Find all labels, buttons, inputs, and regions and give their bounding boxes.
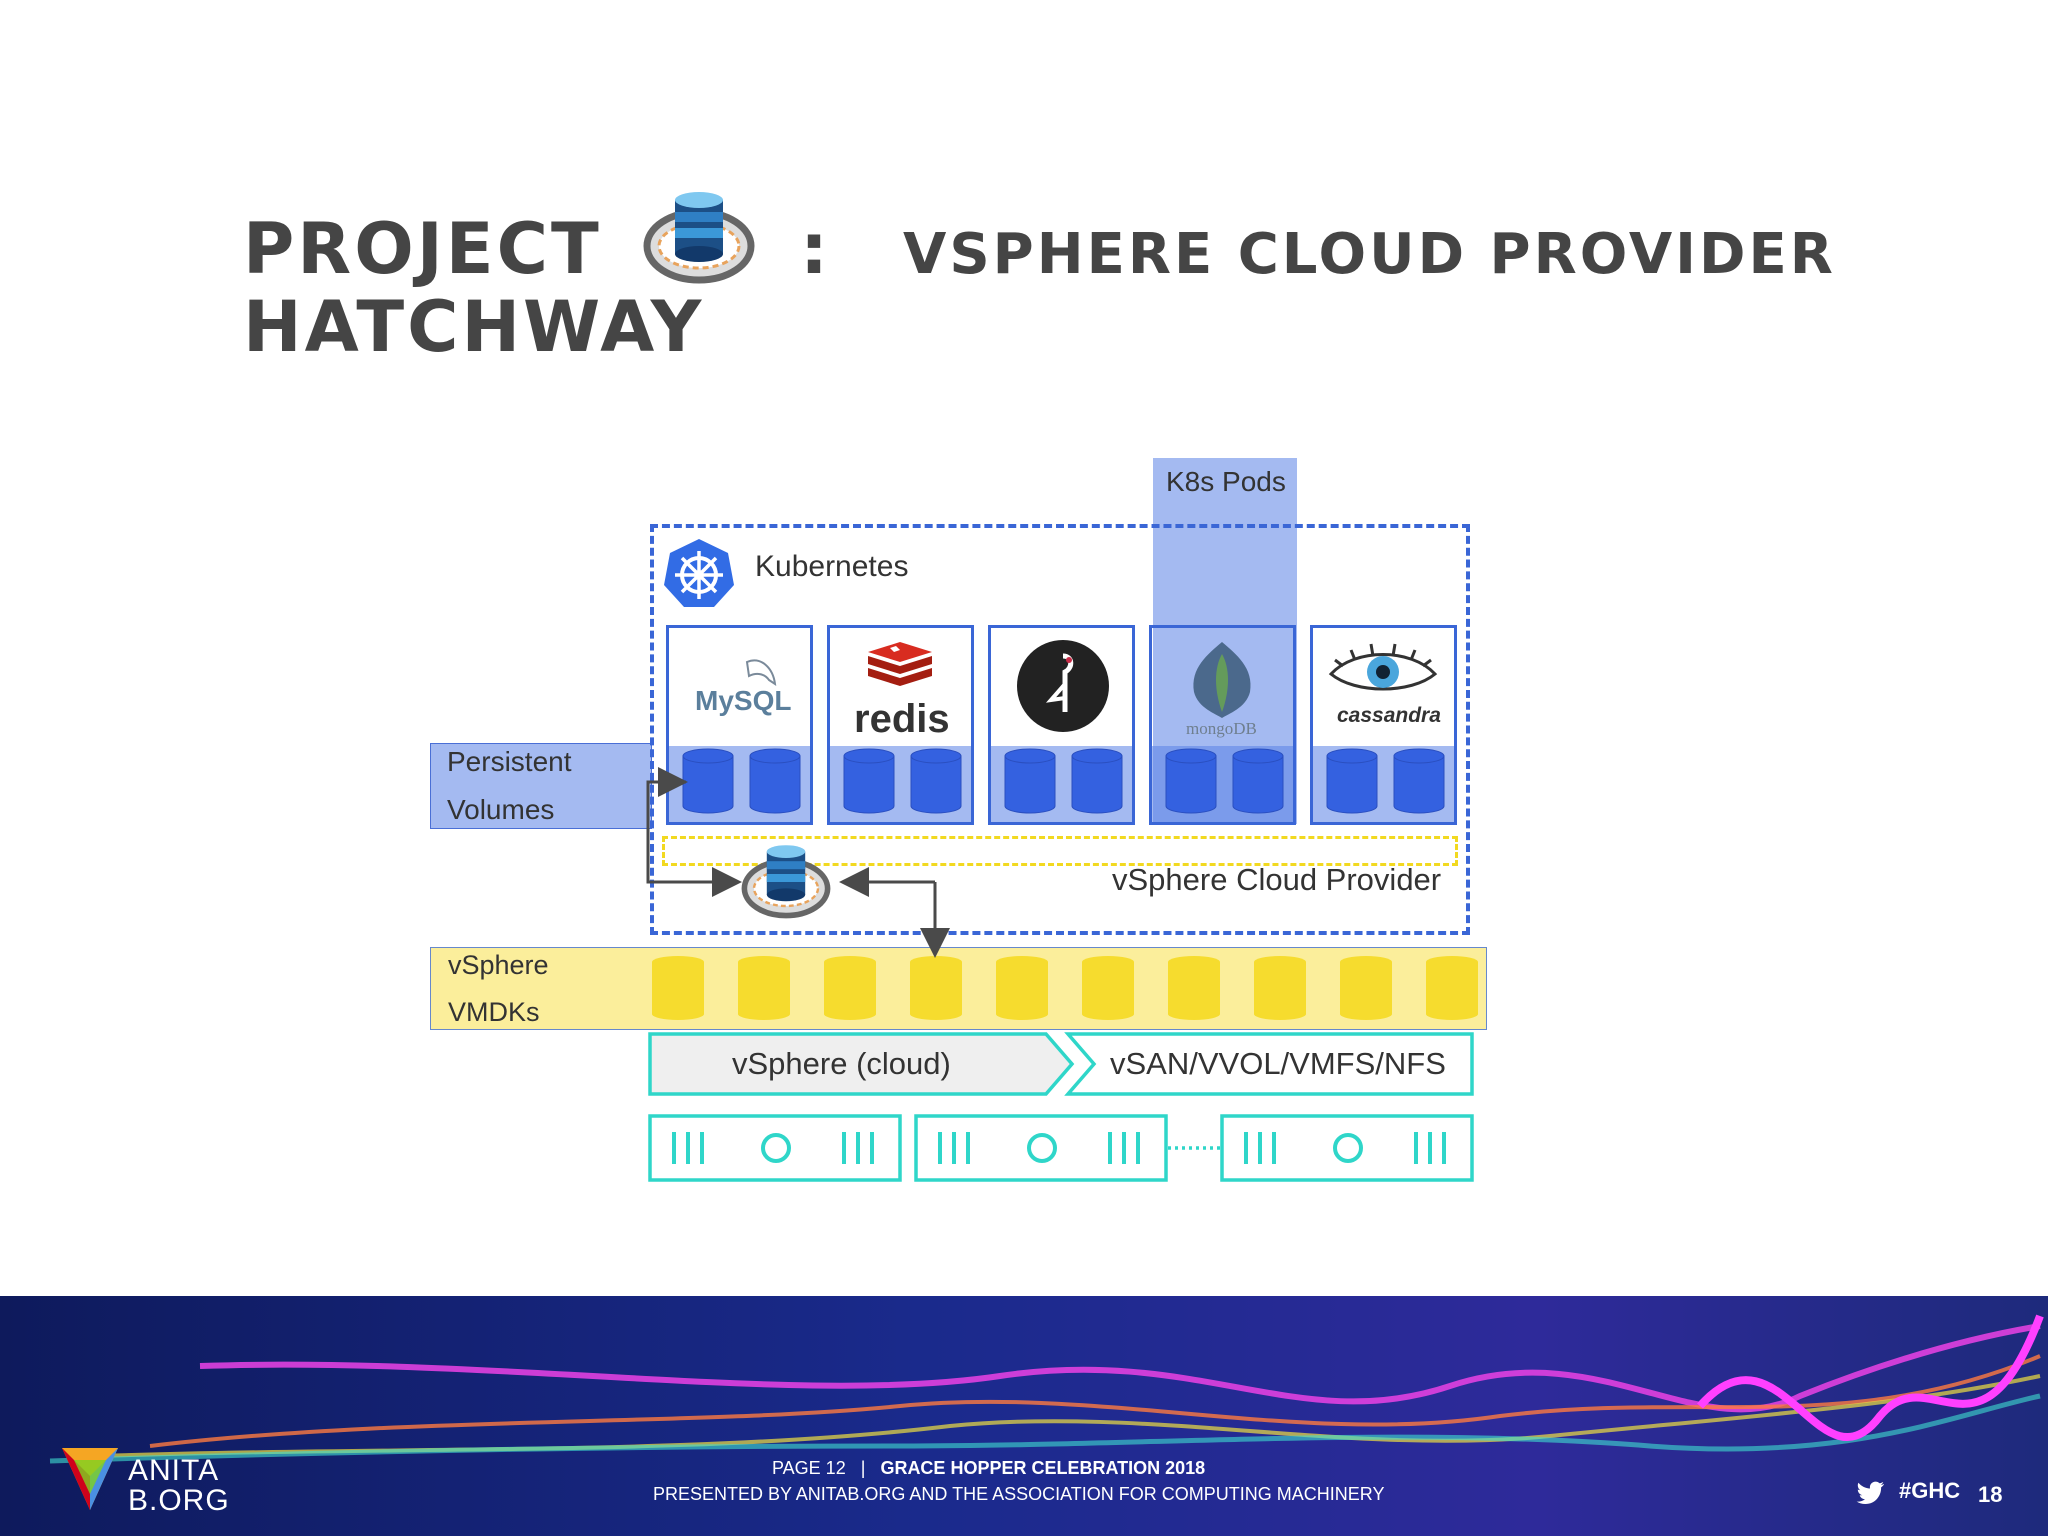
- pod-name-cassandra: cassandra: [1337, 704, 1441, 727]
- pod-redis: redis: [827, 625, 974, 825]
- pod-minio: [988, 625, 1135, 825]
- kubernetes-cluster-box: [650, 524, 1470, 935]
- vsphere-cloud-label: vSphere (cloud): [732, 1046, 951, 1081]
- k8s-pods-label: K8s Pods: [1166, 466, 1286, 497]
- pod-mongodb: mongoDB: [1149, 625, 1296, 825]
- slide-number: 18: [1978, 1482, 2003, 1507]
- footer-event-line: PAGE 12 | GRACE HOPPER CELEBRATION 2018: [772, 1458, 1205, 1479]
- infrastructure-layer: [648, 1032, 1474, 1182]
- pod-cassandra: cassandra: [1310, 625, 1457, 825]
- vmdks-label: vSphere: [448, 950, 549, 980]
- twitter-icon: [1856, 1481, 1884, 1504]
- vsphere-cloud-provider-label: vSphere Cloud Provider: [1112, 862, 1442, 897]
- redis-cubes-icon: redis: [854, 642, 950, 741]
- title-line-1: PROJECT: [243, 208, 602, 290]
- event-name: GRACE HOPPER CELEBRATION 2018: [880, 1458, 1206, 1478]
- org-name-line-2: B.ORG: [128, 1484, 230, 1517]
- title-colon: :: [800, 208, 831, 290]
- minio-bird-icon: [1017, 640, 1109, 732]
- footer-banner: [0, 1296, 2048, 1536]
- footer-wave-decoration: [49, 1314, 2044, 1464]
- database-disk-icon: [643, 192, 755, 284]
- mysql-dolphin-icon: MySQL: [695, 659, 791, 716]
- vsphere-vmdks-band: [430, 947, 1487, 1030]
- page-number: PAGE 12: [772, 1458, 846, 1478]
- pod-name-mongodb: mongoDB: [1186, 719, 1257, 738]
- persistent-volumes-label: Persistent: [447, 746, 572, 777]
- footer-separator: |: [860, 1458, 866, 1478]
- event-hashtag: #GHC: [1899, 1478, 1961, 1503]
- storage-types-label: vSAN/VVOL/VMFS/NFS: [1110, 1046, 1446, 1081]
- page-subtitle: VSPHERE CLOUD PROVIDER: [903, 222, 1836, 287]
- persistent-volumes-label-2: Volumes: [447, 794, 555, 825]
- title-line-2: HATCHWAY: [243, 286, 705, 368]
- mongodb-leaf-icon: mongoDB: [1186, 642, 1257, 738]
- pod-name-redis: redis: [854, 697, 950, 741]
- anitab-logo: [62, 1448, 118, 1510]
- org-name-line-1: ANITA: [128, 1454, 220, 1487]
- vmdks-label-2: VMDKs: [448, 997, 540, 1027]
- pod-mysql: MySQL: [666, 625, 813, 825]
- presented-by-text: PRESENTED BY ANITAB.ORG AND THE ASSOCIAT…: [653, 1484, 1385, 1504]
- cassandra-eye-icon: cassandra: [1328, 643, 1441, 727]
- database-disk-icon-small: [741, 845, 831, 919]
- persistent-volumes-band: [430, 743, 652, 829]
- kubernetes-label: Kubernetes: [755, 550, 909, 583]
- pod-name-mysql: MySQL: [695, 685, 791, 716]
- kubernetes-helm-icon: [664, 539, 734, 607]
